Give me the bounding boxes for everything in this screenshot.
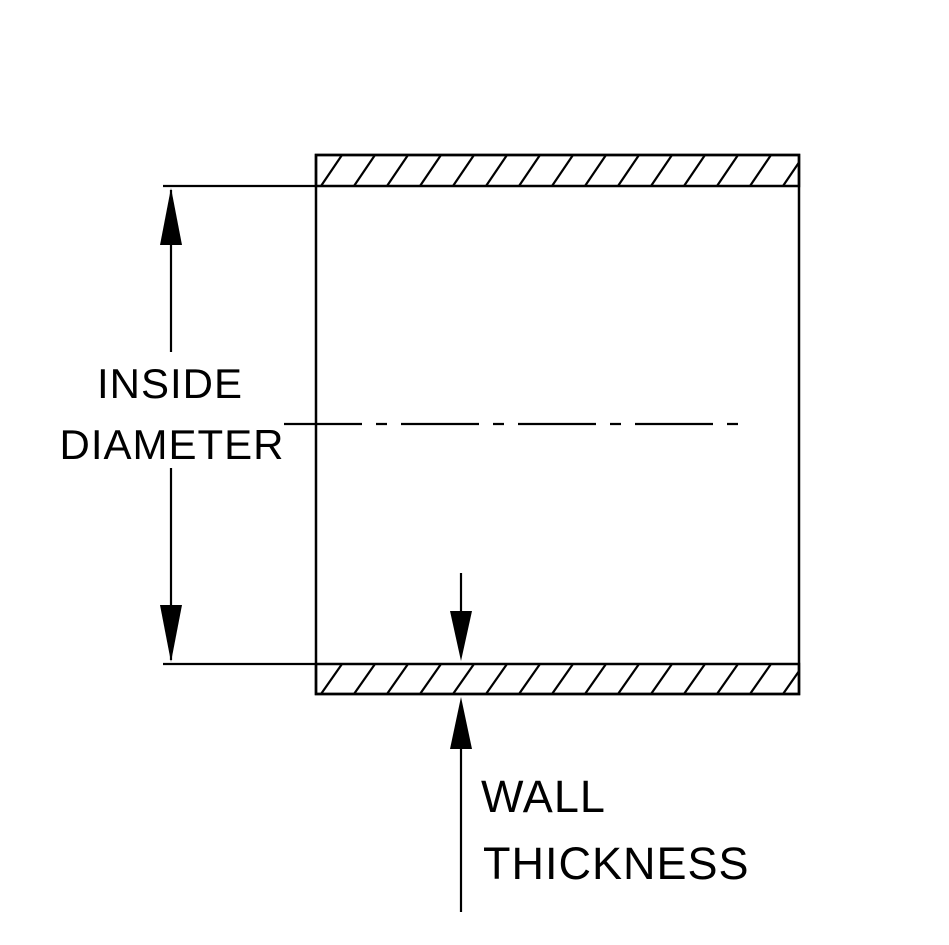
inside-diameter-label-line2: DIAMETER bbox=[59, 421, 284, 468]
wall-thickness-arrow-up-icon bbox=[450, 697, 472, 749]
inside-diameter-arrow-bottom-icon bbox=[160, 605, 182, 662]
tube-bottom-wall-hatch bbox=[314, 662, 801, 696]
wall-thickness-arrow-down-icon bbox=[450, 611, 472, 661]
inside-diameter-label-line1: INSIDE bbox=[97, 360, 243, 407]
wall-thickness-label-line2: THICKNESS bbox=[483, 838, 750, 889]
tube-top-wall-hatch bbox=[314, 153, 801, 188]
inside-diameter-arrow-top-icon bbox=[160, 188, 182, 245]
wall-thickness-label-line1: WALL bbox=[481, 771, 606, 822]
